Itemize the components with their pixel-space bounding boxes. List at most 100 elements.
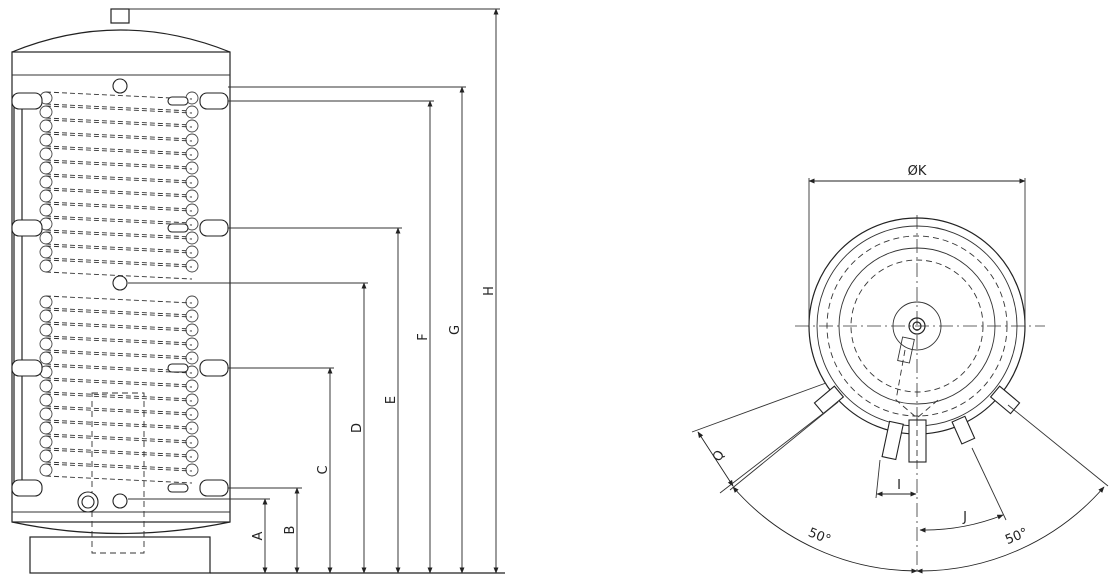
coil-connection-left [11, 219, 43, 237]
coil-tube [45, 351, 193, 372]
label-E: E [384, 396, 399, 404]
coil-stub [167, 483, 189, 493]
coil-stub [167, 96, 189, 106]
coil-turn-left [39, 463, 53, 477]
coil-tube [45, 449, 193, 470]
label-A: A [251, 531, 266, 540]
nozzle-left-lower [881, 420, 904, 461]
tank-foot [29, 536, 211, 574]
sensor-rod [13, 94, 23, 494]
coil-turn-right [185, 189, 199, 203]
coil-turn-right [185, 449, 199, 463]
coil-tube [45, 393, 193, 414]
coil-tube [45, 175, 193, 196]
coil-connection-right [199, 359, 229, 377]
coil-turn-left [39, 245, 53, 259]
coil-tube [45, 463, 193, 484]
top-nozzle [110, 8, 130, 24]
coil-tube [45, 133, 193, 154]
top-port-inner [912, 321, 922, 331]
coil-turn-left [39, 231, 53, 245]
coil-tube [45, 309, 193, 330]
coil-turn-right [185, 309, 199, 323]
coil-turn-left [39, 119, 53, 133]
coil-turn-left [39, 175, 53, 189]
coil-turn-left [39, 351, 53, 365]
tank-dome [11, 29, 231, 53]
coil-turn-right [185, 147, 199, 161]
coil-turn-right [185, 407, 199, 421]
coil-tube [45, 421, 193, 442]
coil-tube [45, 379, 193, 400]
coil-turn-left [39, 435, 53, 449]
coil-tube [45, 189, 193, 210]
coil-stub [167, 363, 189, 373]
label-angle-right: 50° [1003, 525, 1030, 548]
coil-turn-right [185, 161, 199, 175]
coil-turn-right [185, 231, 199, 245]
label-angle-left: 50° [806, 525, 833, 548]
side-view: A B C D E F G H [11, 8, 505, 574]
label-C: C [316, 465, 331, 474]
coil-connection-right [199, 479, 229, 497]
coil-connection-right [199, 219, 229, 237]
coil-turn-left [39, 379, 53, 393]
coil-turn-left [39, 309, 53, 323]
coil-tube [45, 365, 193, 386]
coil-turn-right [185, 119, 199, 133]
coil-tube [45, 203, 193, 224]
coil-turn-left [39, 189, 53, 203]
coil-connection-left [11, 92, 43, 110]
tank-body [11, 51, 231, 523]
coil-turn-left [39, 407, 53, 421]
coil-turn-left [39, 161, 53, 175]
coil-turn-left [39, 323, 53, 337]
coil-tube [45, 435, 193, 456]
coil-turn-left [39, 337, 53, 351]
coil-tube [45, 259, 193, 280]
coil-turn-right [185, 463, 199, 477]
coil-turn-right [185, 175, 199, 189]
label-K: ØK [908, 164, 927, 179]
coil-tube [45, 337, 193, 358]
label-Q: Q [710, 448, 728, 464]
coil-turn-right [185, 105, 199, 119]
dim-line-Q [697, 431, 734, 487]
coil-tube [45, 323, 193, 344]
coil-turn-right [185, 435, 199, 449]
label-J: J [962, 510, 967, 525]
label-H: H [482, 286, 497, 296]
coil-turn-left [39, 449, 53, 463]
label-F: F [416, 333, 431, 340]
angle-arc-right [916, 486, 1105, 574]
top-flange [892, 301, 942, 351]
coil-turn-left [39, 105, 53, 119]
coil-tube [45, 231, 193, 252]
coil-turn-left [39, 393, 53, 407]
coil-turn-right [185, 133, 199, 147]
nozzle-right [989, 385, 1021, 415]
dim-line-J [919, 514, 1004, 533]
coil-turn-right [185, 295, 199, 309]
connection-pipes [11, 92, 229, 497]
coil-turn-right [185, 245, 199, 259]
coil-connection-left [11, 359, 43, 377]
tank-base [11, 521, 231, 535]
nozzle-bottom [908, 419, 927, 463]
coil-connection-left [11, 479, 43, 497]
inner-tank [838, 247, 996, 405]
label-I: I [897, 478, 901, 493]
coil-turn-right [185, 351, 199, 365]
sensor-port-bottom [112, 493, 128, 509]
coil-turn-left [39, 147, 53, 161]
top-port-outer [908, 317, 926, 335]
coil-tube [45, 407, 193, 428]
angle-arc-left [732, 486, 918, 574]
coil-turn-left [39, 133, 53, 147]
coil-tube [45, 105, 193, 126]
coil-ring [850, 259, 984, 393]
coil-turn-left [39, 203, 53, 217]
coil-turn-right [185, 203, 199, 217]
coil-tube [45, 217, 193, 238]
label-D: D [350, 423, 365, 433]
